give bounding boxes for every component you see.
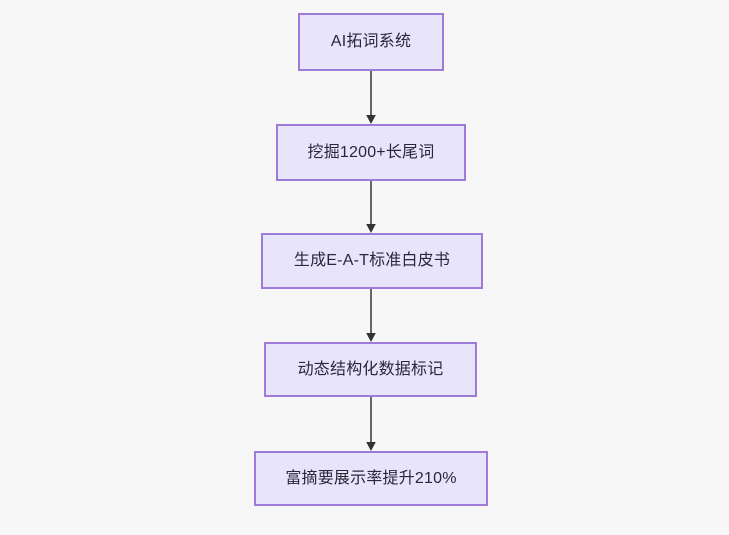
flowchart-arrow-connector (363, 397, 379, 451)
flowchart-node-label: 生成E-A-T标准白皮书 (293, 252, 451, 270)
flowchart-node-generate-eat-whitepaper[interactable]: 生成E-A-T标准白皮书 (261, 233, 483, 289)
flowchart-node-label: 富摘要展示率提升210% (285, 469, 457, 487)
flowchart-node-dynamic-structured-data-markup[interactable]: 动态结构化数据标记 (264, 342, 477, 397)
flowchart-node-ai-keyword-system[interactable]: AI拓词系统 (298, 13, 444, 71)
flowchart-node-label: 动态结构化数据标记 (297, 360, 444, 378)
flowchart-node-rich-snippet-rate-increase[interactable]: 富摘要展示率提升210% (254, 451, 488, 506)
flowchart-node-mine-longtail-keywords[interactable]: 挖掘1200+长尾词 (276, 124, 466, 181)
flowchart-node-label: AI拓词系统 (330, 33, 412, 51)
flowchart-arrow-connector (363, 71, 379, 124)
flowchart-node-label: 挖掘1200+长尾词 (307, 143, 435, 161)
flowchart-arrow-connector (363, 289, 379, 342)
flowchart-arrow-connector (363, 181, 379, 233)
